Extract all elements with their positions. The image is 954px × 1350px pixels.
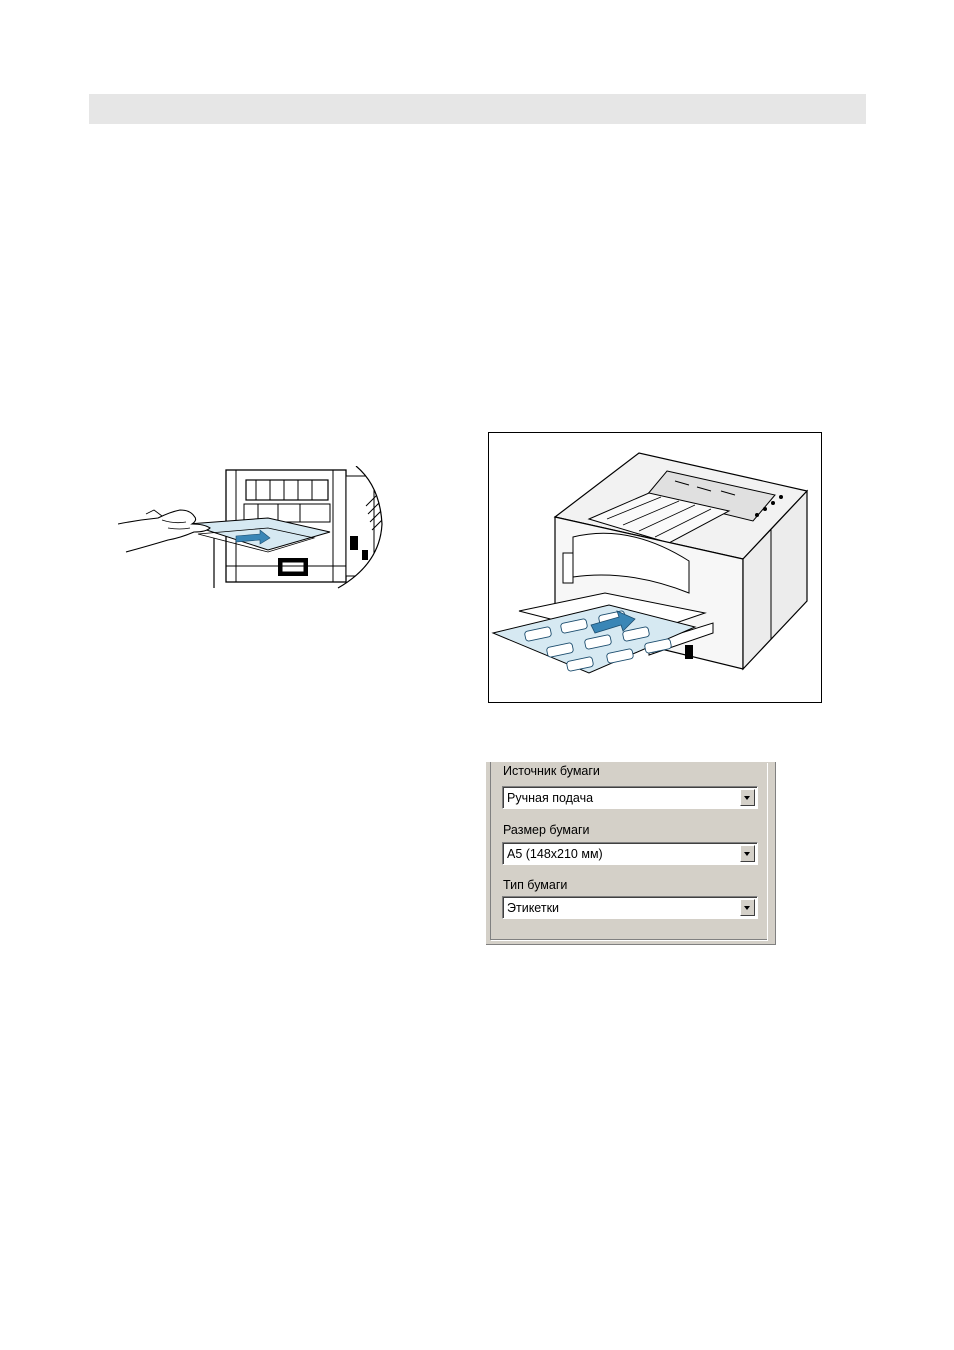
paper-size-select[interactable]: A5 (148x210 мм) [502, 842, 758, 865]
paper-size-value: A5 (148x210 мм) [507, 847, 603, 861]
combo-arrow-icon[interactable] [740, 899, 755, 916]
hand-loading-paper-icon [118, 466, 388, 591]
panel-groove: Источник бумаги Ручная подача Размер бум… [490, 762, 767, 940]
combo-arrow-icon[interactable] [740, 789, 755, 806]
section-header-bar [89, 94, 866, 124]
paper-type-select[interactable]: Этикетки [502, 896, 758, 919]
paper-type-value: Этикетки [507, 901, 559, 915]
paper-size-label: Размер бумаги [503, 823, 590, 837]
printer-illustration-frame [488, 432, 822, 703]
paper-source-select[interactable]: Ручная подача [502, 786, 758, 809]
paper-source-label: Источник бумаги [503, 764, 600, 778]
paper-type-label: Тип бумаги [503, 878, 567, 892]
combo-arrow-icon[interactable] [740, 845, 755, 862]
printer-label-loading-icon [489, 433, 821, 702]
paper-settings-panel: Источник бумаги Ручная подача Размер бум… [486, 762, 778, 947]
paper-source-value: Ручная подача [507, 791, 593, 805]
